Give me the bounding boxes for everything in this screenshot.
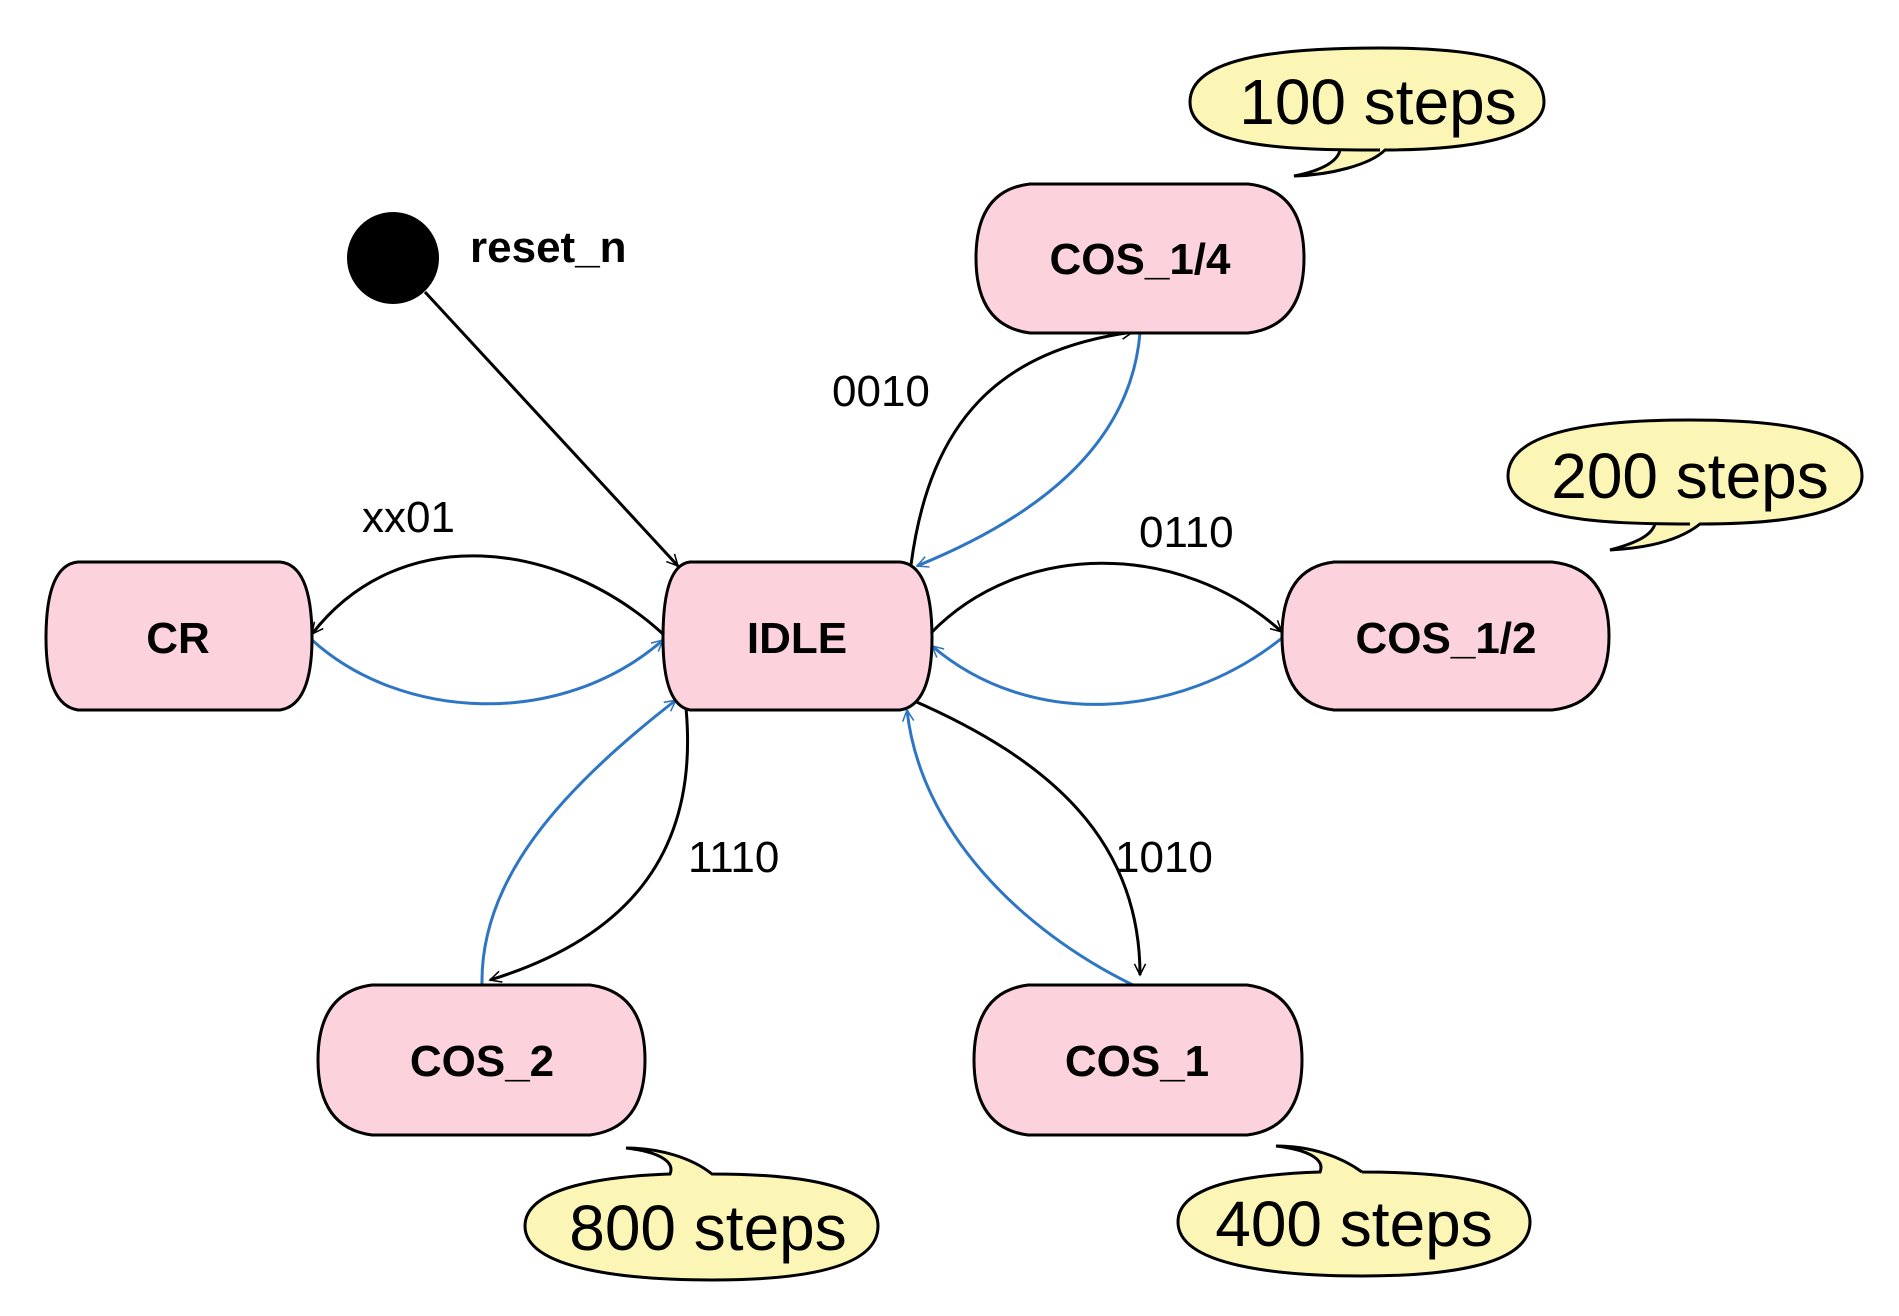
edge-cos-2-to-idle (480, 698, 676, 986)
initial-state-dot (347, 212, 439, 304)
edge-idle-to-cos-1 (911, 698, 1140, 975)
state-cos-1-2: COS_1/2 (1280, 560, 1611, 712)
note-cos-2: 800 steps (523, 1146, 880, 1282)
transition-label-cos-1-4: 0010 (832, 367, 930, 416)
state-cr-label: CR (146, 614, 210, 663)
state-cos-2-label: COS_2 (410, 1037, 554, 1086)
edge-cr-to-idle (310, 640, 663, 706)
transition-label-cos-1-2: 0110 (1139, 508, 1234, 557)
state-idle-label: IDLE (747, 614, 847, 663)
edge-idle-to-cos-1-4 (909, 332, 1133, 566)
state-cos-1-label: COS_1 (1065, 1037, 1209, 1086)
state-cos-1-2-label: COS_1/2 (1356, 614, 1537, 663)
note-cos-1-4-text: 100 steps (1239, 66, 1517, 138)
state-cos-1-4-label: COS_1/4 (1050, 235, 1232, 284)
initial-state-label: reset_n (470, 223, 627, 272)
note-cos-1-2: 200 steps (1506, 418, 1864, 552)
note-cos-2-text: 800 steps (569, 1192, 847, 1264)
note-cos-1: 400 steps (1176, 1144, 1532, 1278)
state-cos-2: COS_2 (316, 983, 647, 1137)
transition-label-cos-2: 1110 (688, 833, 779, 882)
note-cos-1-2-text: 200 steps (1551, 440, 1829, 512)
edge-cos-1-to-idle (907, 710, 1134, 987)
note-cos-1-text: 400 steps (1215, 1188, 1493, 1260)
edge-idle-to-cr (310, 554, 665, 634)
edge-cos-1-4-to-idle (917, 332, 1142, 566)
note-cos-1-4: 100 steps (1188, 46, 1546, 178)
edge-cos-1-2-to-idle (932, 636, 1283, 706)
state-cos-1: COS_1 (972, 983, 1304, 1137)
transition-label-cr: xx01 (362, 493, 455, 542)
state-cos-1-4: COS_1/4 (974, 182, 1306, 335)
edge-idle-to-cos-1-2 (928, 561, 1282, 636)
edge-idle-to-cos-2 (490, 707, 689, 980)
transition-label-cos-1: 1010 (1115, 833, 1213, 882)
state-idle: IDLE (661, 560, 934, 712)
state-cr: CR (44, 560, 314, 712)
edge-reset-to-idle (423, 290, 678, 566)
